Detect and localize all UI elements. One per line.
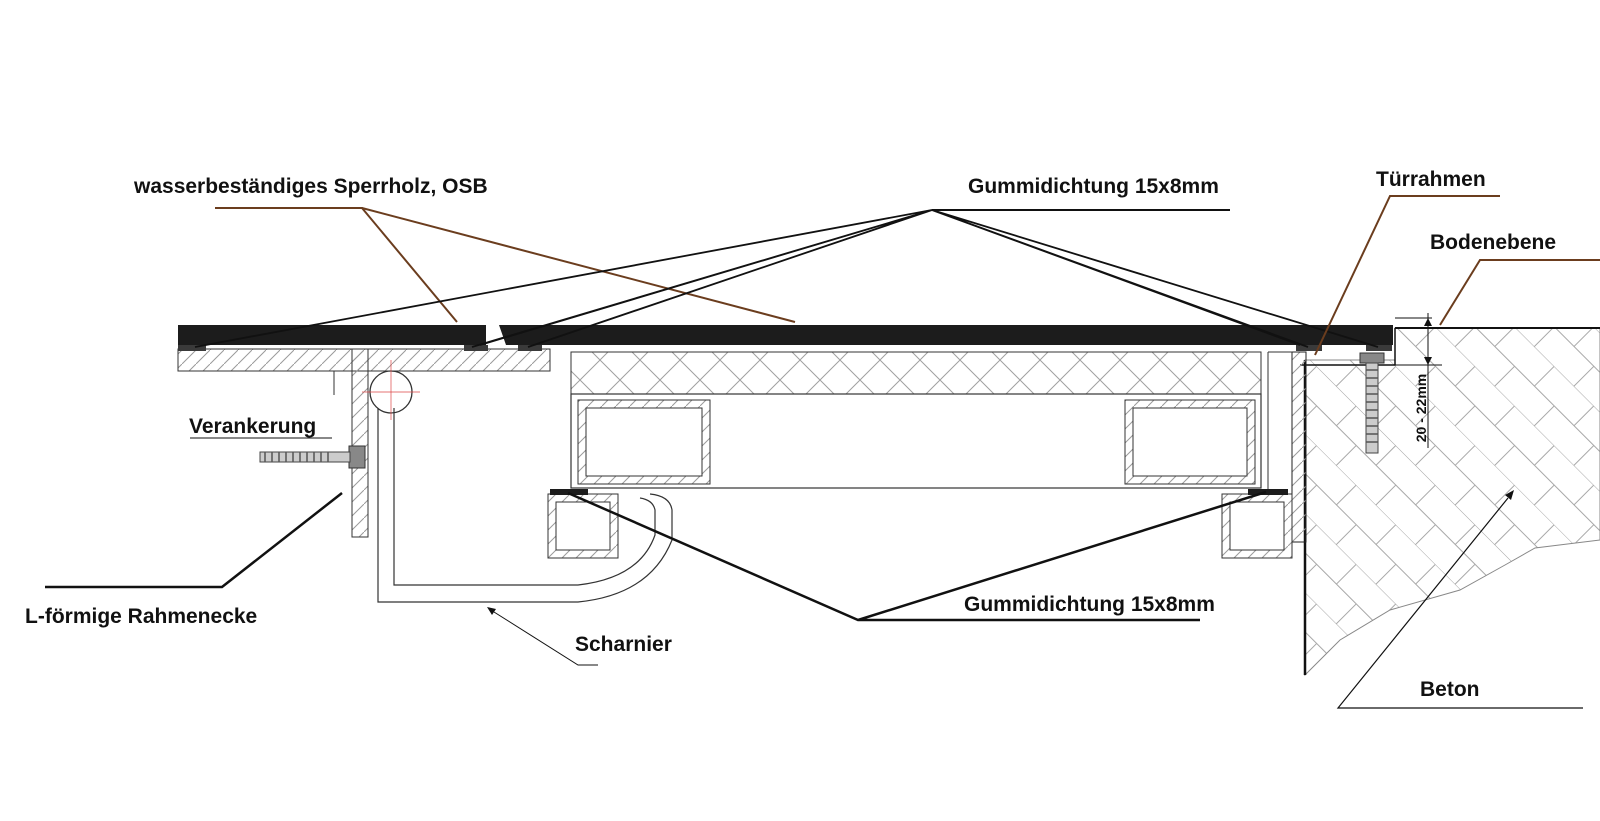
label-concrete: Beton bbox=[1420, 678, 1480, 701]
rect-tube-left-inner bbox=[585, 407, 703, 477]
concrete-block bbox=[1304, 327, 1600, 677]
bottom-seal-right bbox=[1248, 489, 1288, 495]
rect-tube-right-inner bbox=[1132, 407, 1248, 477]
label-corner: L-förmige Rahmenecke bbox=[25, 605, 258, 628]
leader-lines bbox=[45, 195, 1600, 709]
l-frame-vertical-leg bbox=[351, 348, 369, 538]
label-seal-top: Gummidichtung 15x8mm bbox=[968, 175, 1219, 198]
label-floor-level: Bodenebene bbox=[1430, 231, 1557, 254]
label-plywood: wasserbeständiges Sperrholz, OSB bbox=[134, 175, 488, 198]
label-hinge: Scharnier bbox=[575, 633, 672, 656]
l-frame-bracket bbox=[333, 370, 352, 395]
support-profile-left-inner bbox=[555, 501, 611, 551]
top-seal-3 bbox=[518, 345, 542, 351]
label-dimension: 20 - 22mm bbox=[1413, 373, 1430, 443]
label-anchoring: Verankerung bbox=[189, 415, 317, 438]
top-seal-4 bbox=[1296, 345, 1322, 351]
label-seal-bottom: Gummidichtung 15x8mm bbox=[964, 593, 1215, 616]
hinge-arm bbox=[377, 408, 673, 603]
top-seal-2 bbox=[464, 345, 488, 351]
label-door-frame: Türrahmen bbox=[1376, 168, 1486, 191]
door-frame-inner bbox=[1267, 351, 1292, 490]
bottom-seal-left bbox=[550, 489, 588, 495]
frame-screw bbox=[1359, 352, 1385, 454]
support-profile-right-inner bbox=[1229, 501, 1285, 551]
plywood-panel-left bbox=[178, 325, 486, 345]
plywood-panel-main bbox=[499, 325, 1393, 345]
door-frame-profile bbox=[1291, 351, 1307, 543]
top-seal-1 bbox=[178, 345, 206, 351]
top-seal-5 bbox=[1366, 345, 1392, 351]
anchor-screw bbox=[259, 445, 366, 469]
door-insulation-layer bbox=[570, 351, 1262, 395]
